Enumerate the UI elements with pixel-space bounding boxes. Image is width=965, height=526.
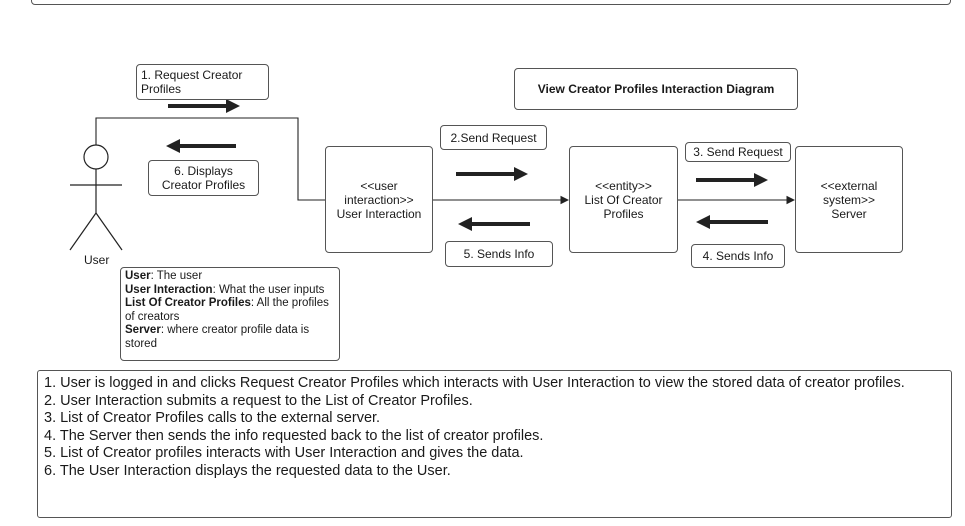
message-5-label: 5. Sends Info [445, 241, 553, 267]
legend-item: List Of Creator Profiles: All the profil… [125, 297, 329, 323]
step-text: 3. List of Creator Profiles calls to the… [44, 410, 381, 426]
message-6-label: 6. Displays Creator Profiles [148, 160, 259, 196]
step-text: 1. User is logged in and clicks Request … [44, 375, 905, 391]
arrow-2-head [514, 167, 528, 181]
legend-item: User: The user [125, 270, 203, 282]
legend-item: User Interaction: What the user inputs [125, 283, 325, 296]
step-text: 2. User Interaction submits a request to… [44, 392, 473, 409]
step-text: 5. List of Creator profiles interacts wi… [44, 445, 524, 461]
diagram-title: View Creator Profiles Interaction Diagra… [537, 82, 775, 96]
user-actor-figure [69, 144, 123, 251]
arrow-3-head [754, 173, 768, 187]
diagram-title-box: View Creator Profiles Interaction Diagra… [514, 68, 798, 110]
steps-description-box: 1. User is logged in and clicks Request … [37, 370, 952, 518]
message-3-label: 3. Send Request [685, 142, 791, 162]
arrow-6-head [166, 139, 180, 153]
message-1-label: 1. Request Creator Profiles [136, 64, 269, 100]
node-list-of-creator-profiles: <<entity>> List Of Creator Profiles [569, 146, 678, 253]
node-server: <<external system>> Server [795, 146, 903, 253]
top-frame-edge [31, 0, 951, 5]
message-4-label: 4. Sends Info [691, 244, 785, 268]
arrow-5-head [458, 217, 472, 231]
legend-item: Server: where creator profile data is st… [125, 324, 310, 350]
node-user-interaction: <<user interaction>> User Interaction [325, 146, 433, 253]
step-text: 6. The User Interaction displays the req… [44, 462, 451, 479]
message-2-label: 2.Send Request [440, 125, 547, 150]
arrow-4-head [696, 215, 710, 229]
legend-box: User: The user User Interaction: What th… [120, 267, 340, 361]
arrow-1-head [226, 99, 240, 113]
actor-label: User [84, 253, 110, 267]
connector-user-to-interaction [95, 117, 325, 201]
step-text: 4. The Server then sends the info reques… [44, 427, 544, 444]
